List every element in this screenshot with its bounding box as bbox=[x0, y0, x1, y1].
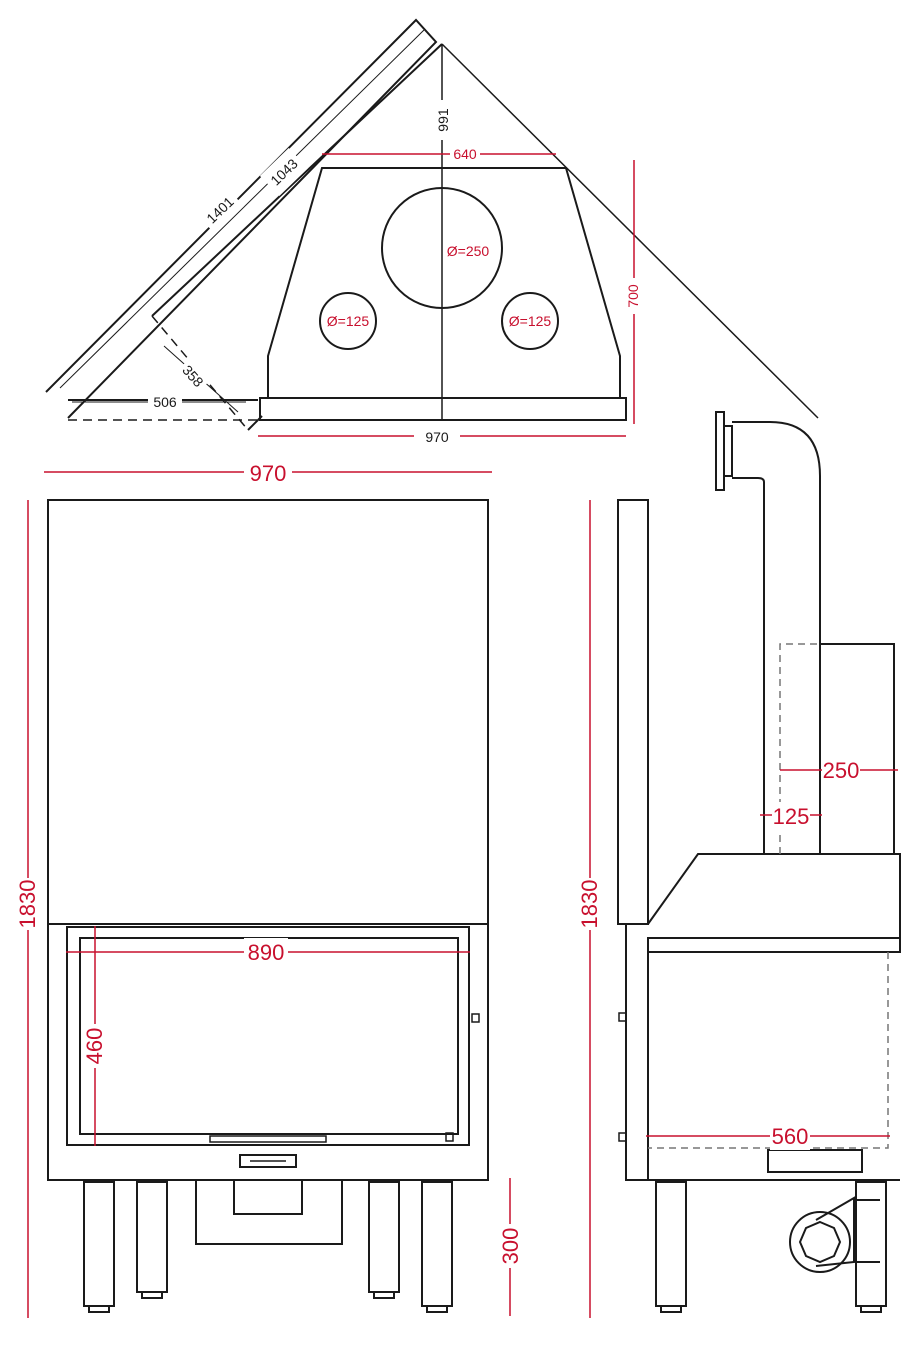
wall-inner-line bbox=[151, 43, 443, 317]
label-outlet-125-right: Ø=125 bbox=[509, 313, 552, 329]
flue-circle-125-right bbox=[501, 292, 559, 350]
dim-1043: 1043 bbox=[259, 148, 309, 196]
svg-text:890: 890 bbox=[248, 940, 285, 965]
latch-bottom bbox=[445, 1132, 454, 1142]
svg-text:640: 640 bbox=[453, 146, 477, 162]
top-view: 1401 1043 991 640 700 970 bbox=[45, 18, 819, 448]
flue-pipe bbox=[732, 421, 821, 854]
svg-text:700: 700 bbox=[625, 284, 641, 308]
wall-outer-line bbox=[45, 18, 438, 419]
flue-circle-250 bbox=[381, 187, 503, 309]
dim-560: 560 bbox=[646, 1122, 890, 1150]
svg-text:970: 970 bbox=[425, 429, 449, 445]
dim-991: 991 bbox=[434, 100, 452, 140]
side-view: 1830 250 125 560 bbox=[576, 411, 901, 1318]
base-slab bbox=[259, 397, 627, 421]
svg-text:991: 991 bbox=[435, 108, 451, 132]
leg-2 bbox=[136, 1181, 168, 1293]
dim-1830-front: 1830 bbox=[14, 500, 42, 1318]
dim-640: 640 bbox=[322, 142, 556, 164]
side-dashed-flue-box bbox=[779, 643, 820, 854]
front-hood bbox=[47, 499, 489, 925]
flue-pipe-inner bbox=[732, 477, 765, 854]
dim-125: 125 bbox=[760, 802, 822, 830]
leg-1 bbox=[83, 1181, 115, 1307]
dim-700: 700 bbox=[624, 160, 644, 424]
label-outlet-125-left: Ø=125 bbox=[327, 313, 370, 329]
dim-506: 506 bbox=[72, 390, 246, 412]
dim-1401: 1401 bbox=[59, 29, 425, 389]
svg-text:125: 125 bbox=[773, 804, 810, 829]
leg-4 bbox=[421, 1181, 453, 1307]
svg-text:1830: 1830 bbox=[577, 880, 602, 929]
side-leg-front bbox=[655, 1181, 687, 1307]
dim-300: 300 bbox=[498, 1178, 524, 1316]
svg-text:560: 560 bbox=[772, 1124, 809, 1149]
door-handle bbox=[209, 1135, 327, 1143]
air-control bbox=[239, 1154, 297, 1168]
svg-text:300: 300 bbox=[498, 1228, 523, 1265]
flue-flange bbox=[715, 411, 725, 491]
latch-right bbox=[471, 1013, 480, 1023]
ash-box bbox=[195, 1180, 343, 1245]
ash-drawer bbox=[233, 1179, 303, 1215]
left-side-dashed bbox=[151, 315, 249, 431]
side-slope bbox=[647, 853, 901, 939]
door-frame bbox=[66, 926, 470, 1146]
label-outlet-250: Ø=250 bbox=[447, 243, 490, 259]
svg-text:1830: 1830 bbox=[15, 880, 40, 929]
front-view: 970 1830 890 460 300 bbox=[14, 458, 524, 1318]
dim-890: 890 bbox=[66, 938, 470, 966]
dim-1830-side: 1830 bbox=[576, 500, 604, 1318]
dim-250: 250 bbox=[780, 756, 898, 784]
hood-trapezoid bbox=[267, 167, 621, 399]
svg-text:250: 250 bbox=[823, 758, 860, 783]
wall-right-line bbox=[441, 43, 819, 419]
side-dashed-convection bbox=[648, 952, 889, 1149]
dim-970-top: 970 bbox=[258, 426, 626, 448]
dim-970-front: 970 bbox=[44, 458, 492, 486]
leg-3 bbox=[368, 1181, 400, 1293]
svg-text:506: 506 bbox=[153, 394, 177, 410]
side-drawer bbox=[767, 1149, 863, 1173]
svg-text:970: 970 bbox=[250, 461, 287, 486]
side-body bbox=[625, 924, 900, 1181]
dim-460: 460 bbox=[82, 926, 107, 1146]
flue-collar bbox=[723, 425, 733, 477]
side-ledge bbox=[647, 937, 901, 953]
flue-circle-125-left bbox=[319, 292, 377, 350]
air-inlet bbox=[789, 1196, 880, 1273]
flue-box bbox=[819, 643, 895, 855]
door-glass bbox=[79, 937, 459, 1135]
side-hood-front bbox=[617, 499, 649, 925]
svg-text:460: 460 bbox=[82, 1028, 107, 1065]
